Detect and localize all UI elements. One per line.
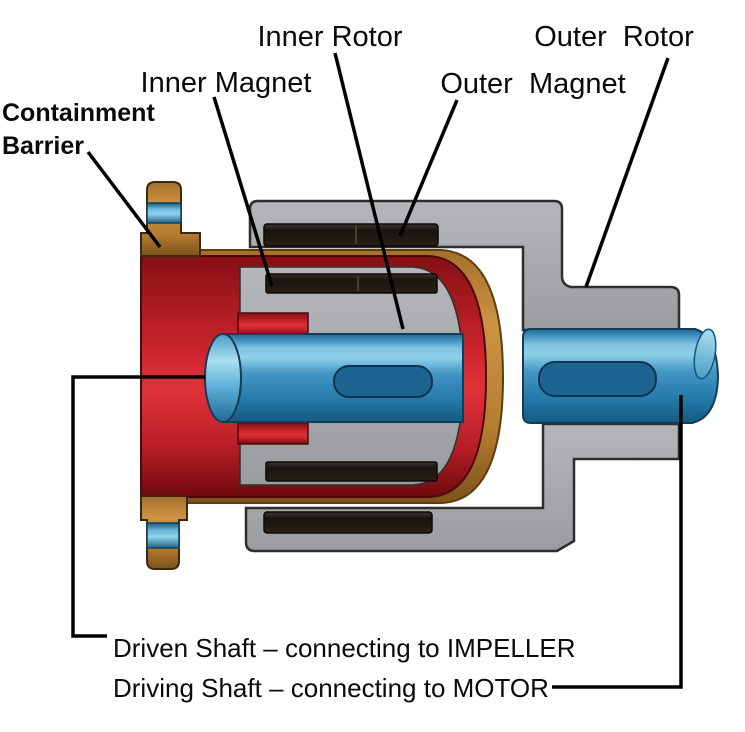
inner-rotor-hub-step-bottom: [237, 422, 309, 445]
leader-inner-rotor: [333, 52, 405, 330]
outer-magnet-top-shape: [263, 223, 439, 247]
driving-shaft-end-face: [693, 328, 717, 380]
label-inner-magnet: Inner Magnet: [141, 67, 312, 99]
inner-rotor-hub-step-top: [237, 312, 309, 336]
driving-shaft-keyway: [538, 361, 657, 397]
label-inner-rotor: Inner Rotor: [257, 21, 402, 53]
leader-driven-shaft: [71, 375, 205, 638]
inner-magnet-top-shape: [265, 273, 438, 294]
label-containment-line1: Containment: [2, 99, 155, 127]
driven-shaft-tip: [204, 333, 242, 423]
flange-bolt-top: [146, 202, 182, 224]
inner-magnet-bottom-shape: [265, 461, 438, 482]
leader-outer-rotor: [584, 57, 670, 288]
label-driven-shaft: Driven Shaft – connecting to IMPELLER: [113, 633, 575, 663]
outer-magnet-bottom-shape: [263, 511, 433, 534]
driven-shaft-keyway: [333, 365, 433, 398]
label-outer-magnet: Outer Magnet: [440, 68, 625, 100]
leader-driving-shaft: [552, 395, 683, 689]
leader-inner-magnet: [212, 96, 274, 287]
leader-outer-magnet: [398, 99, 459, 237]
label-driving-shaft: Driving Shaft – connecting to MOTOR: [113, 673, 549, 703]
leader-containment-barrier: [86, 150, 162, 249]
flange-bolt-bottom: [146, 522, 180, 549]
label-containment-line2: Barrier: [2, 132, 84, 160]
label-outer-rotor: Outer Rotor: [534, 21, 694, 53]
